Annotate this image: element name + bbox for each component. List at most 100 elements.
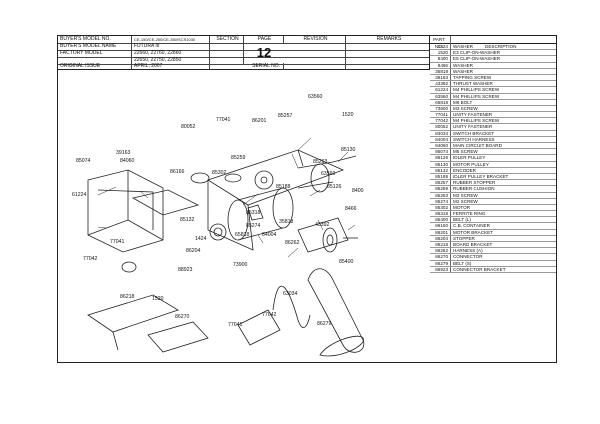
diagram-drawing [87, 137, 365, 357]
callout-85302: 85302 [212, 170, 227, 176]
motor-pulley-drawing [297, 155, 357, 193]
callout-88923: 88923 [178, 267, 193, 273]
callout-77042-b: 77042 [262, 312, 277, 318]
callout-73900: 73900 [233, 262, 248, 268]
part-number: 77042 [430, 118, 451, 124]
part-description: M3 SCREW [453, 192, 478, 198]
callout-1424: 1424 [195, 236, 207, 242]
part-number: 63560 [430, 93, 451, 99]
part-number: 73900 [430, 105, 451, 112]
part-number: 85257 [430, 180, 451, 186]
part-number: 1520 [430, 50, 451, 56]
part-description: BOARD BRACKET [453, 242, 493, 247]
part-description: M5 SCREW [453, 149, 478, 155]
callout-85126: 85126 [327, 184, 342, 190]
factory-model-value-1: 22660, 22760, 22860 [132, 50, 210, 57]
callout-43392: 43392 [315, 222, 330, 228]
header-row-4: 22650, 22750, 22850 [58, 57, 429, 65]
revision-cell [284, 63, 346, 70]
callout-86279: 86279 [317, 321, 332, 327]
part-number: 80052 [430, 124, 451, 130]
part-description: C.B. CONTAINER [453, 223, 490, 229]
section-cell [210, 57, 244, 64]
parts-list-header: PART NO.DESCRIPTION [430, 36, 556, 50]
callout-61224: 61224 [72, 192, 87, 198]
callout-63560-b: 63560 [321, 171, 336, 177]
original-issue-label: ORIGINAL ISSUE [58, 63, 132, 70]
revision-cell [284, 43, 346, 50]
section-label: SECTION [210, 36, 244, 43]
callout-84004: 84004 [262, 232, 277, 238]
part-number: 85074 [430, 149, 451, 155]
part-number: 84004 [430, 136, 451, 143]
part-number: 85302 [430, 204, 451, 211]
part-description: IDLER PULLEY [453, 155, 486, 161]
part-number: 77041 [430, 112, 451, 118]
callout-85130: 85130 [341, 147, 356, 153]
part-number: 61224 [430, 87, 451, 93]
part-number: 86923 [430, 266, 451, 272]
callout-86201: 86201 [252, 118, 267, 124]
buyers-model-name-label: BUYER'S MODEL NAME [58, 43, 132, 50]
belt-small-drawing [319, 335, 364, 357]
callout-39163: 39163 [116, 150, 131, 156]
page-label: PAGE [244, 36, 284, 43]
part-description: RUBBER CUSHION [453, 186, 495, 192]
part-number: 85318 [430, 211, 451, 217]
part-number: 85130 [430, 161, 451, 167]
callout-77041-b: 77041 [110, 239, 125, 245]
harness-drawing [237, 285, 311, 346]
part-number: 86262 [430, 248, 451, 254]
original-issue-value: APRIL, 2007 [132, 63, 210, 70]
callout-77041-c: 77041 [228, 322, 243, 328]
part-description: MOTOR BRACKET [453, 229, 493, 235]
revision-cell [284, 50, 346, 57]
serial-no-label: SERIAL NO. [210, 63, 284, 70]
part-description: MAIN CIRCUIT BOARD [453, 143, 502, 148]
part-number: 86218 [430, 242, 451, 248]
part-number: 39163 [430, 74, 451, 81]
part-description: M4 PHILLIPS SCREW [453, 87, 500, 93]
part-description: BELT (L) [453, 217, 471, 223]
part-number: 8400 [430, 56, 451, 62]
part-number: 35818 [430, 68, 451, 74]
remarks-label: REMARKS [376, 36, 402, 42]
part-description: BELT (S) [453, 260, 472, 266]
callout-85400: 85400 [339, 259, 354, 265]
part-number: 1424 [430, 44, 451, 50]
callout-86218: 86218 [120, 294, 135, 300]
buyers-model-name-value: FUTURA III [132, 43, 210, 50]
part-number: 85274 [430, 198, 451, 204]
part-description: M3 SCREW [453, 105, 478, 111]
part-number: 83034 [430, 130, 451, 136]
leader-lines [97, 137, 356, 258]
part-number: 86201 [430, 229, 451, 235]
description-header: DESCRIPTION [485, 44, 517, 49]
callout-85259: 85259 [231, 155, 246, 161]
part-description: WASHER [453, 44, 473, 49]
part-description: CONNECTOR BRACKET [453, 266, 506, 272]
belt-large-drawing [307, 268, 365, 353]
